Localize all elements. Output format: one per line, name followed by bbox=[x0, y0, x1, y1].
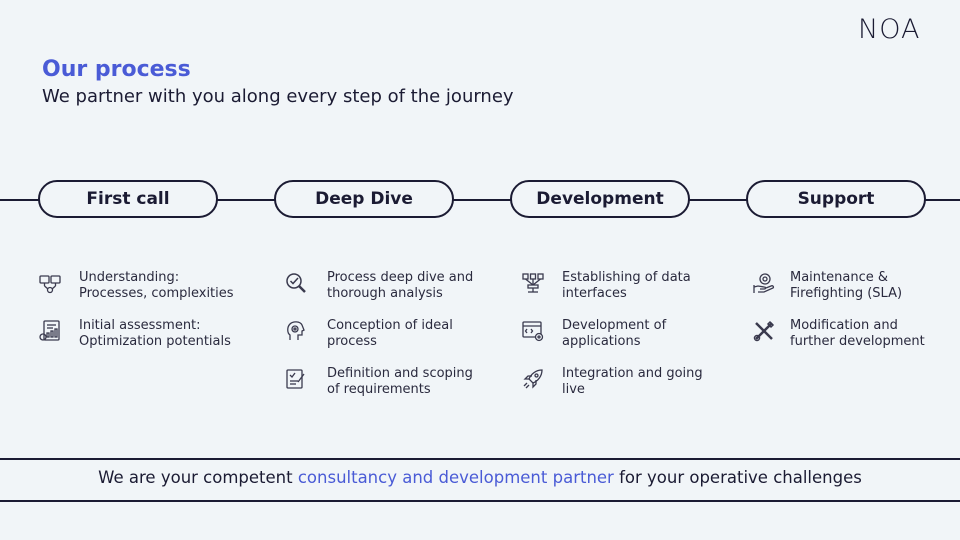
item-line: thorough analysis bbox=[327, 286, 443, 301]
page-subtitle: We partner with you along every step of … bbox=[42, 86, 514, 107]
item-line: Definition and scoping bbox=[327, 366, 473, 381]
item-line: Establishing of data bbox=[562, 270, 691, 285]
rocket-icon bbox=[522, 368, 544, 390]
stage-development: Development bbox=[510, 180, 690, 218]
footer-text-part1: We are your competent bbox=[98, 468, 298, 487]
footer-divider-bottom bbox=[0, 500, 960, 502]
timeline-segment bbox=[688, 199, 748, 201]
item-line: live bbox=[562, 382, 585, 397]
item-line: Optimization potentials bbox=[79, 334, 231, 349]
checklist-icon bbox=[285, 368, 307, 390]
item-line: Initial assessment: bbox=[79, 318, 201, 333]
item-line: Process deep dive and bbox=[327, 270, 474, 285]
timeline-segment bbox=[924, 199, 960, 201]
timeline-segment bbox=[216, 199, 276, 201]
item-line: Conception of ideal bbox=[327, 318, 453, 333]
item-line: interfaces bbox=[562, 286, 627, 301]
code-window-icon bbox=[522, 320, 544, 342]
item-line: Understanding: bbox=[79, 270, 180, 285]
monitor-icon bbox=[39, 272, 61, 294]
page-title: Our process bbox=[42, 57, 191, 82]
item-line: Firefighting (SLA) bbox=[790, 286, 903, 301]
noa-logo: NOA bbox=[858, 14, 921, 45]
item-line: Development of bbox=[562, 318, 667, 333]
item-line: of requirements bbox=[327, 382, 431, 397]
hand-gear-icon bbox=[753, 272, 775, 294]
list-item: Maintenance &Firefighting (SLA) bbox=[753, 270, 902, 302]
item-line: further development bbox=[790, 334, 925, 349]
item-line: process bbox=[327, 334, 377, 349]
stage-support: Support bbox=[746, 180, 926, 218]
footer-statement: We are your competent consultancy and de… bbox=[0, 468, 960, 487]
list-item: Understanding:Processes, complexities bbox=[39, 270, 234, 302]
timeline-segment bbox=[452, 199, 512, 201]
stage-first-call: First call bbox=[38, 180, 218, 218]
data-network-icon bbox=[522, 272, 544, 294]
item-line: Integration and going bbox=[562, 366, 703, 381]
footer-text-part2: for your operative challenges bbox=[613, 468, 862, 487]
gear-head-icon bbox=[285, 320, 307, 342]
report-chart-icon bbox=[39, 320, 61, 342]
timeline-segment bbox=[0, 199, 40, 201]
item-line: Modification and bbox=[790, 318, 898, 333]
stage-deep-dive: Deep Dive bbox=[274, 180, 454, 218]
item-line: Maintenance & bbox=[790, 270, 888, 285]
tools-icon bbox=[753, 320, 775, 342]
footer-divider-top bbox=[0, 458, 960, 460]
item-line: Processes, complexities bbox=[79, 286, 234, 301]
magnifier-check-icon bbox=[285, 272, 307, 294]
footer-highlight: consultancy and development partner bbox=[297, 468, 614, 487]
item-line: applications bbox=[562, 334, 641, 349]
list-item: Initial assessment:Optimization potentia… bbox=[39, 318, 231, 350]
